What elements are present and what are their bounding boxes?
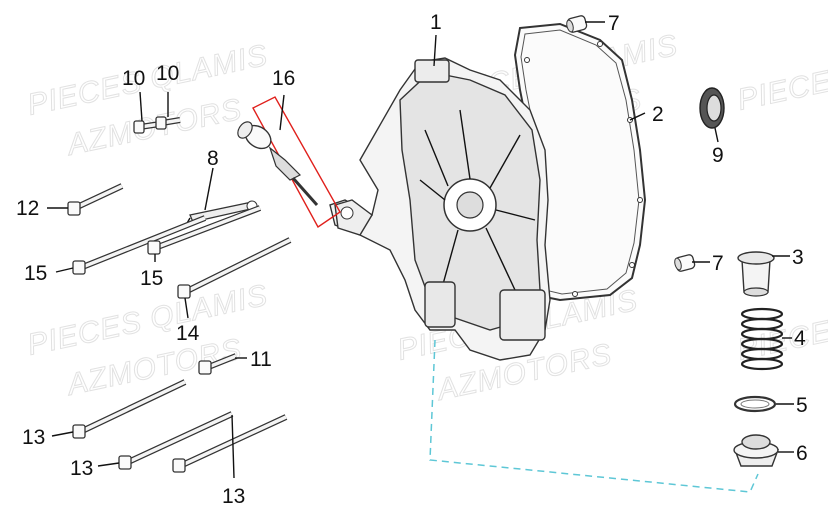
part-spring bbox=[740, 307, 784, 371]
part-bolt bbox=[67, 183, 124, 216]
part-filter-cap bbox=[737, 251, 775, 297]
callout-8: 8 bbox=[207, 147, 219, 170]
part-o-ring bbox=[733, 395, 777, 413]
part-short-bolt bbox=[155, 116, 181, 130]
callout-6: 6 bbox=[796, 442, 808, 465]
callout-16: 16 bbox=[272, 67, 295, 90]
callout-11: 11 bbox=[250, 348, 272, 371]
callout-13: 13 bbox=[222, 485, 245, 508]
callout-14: 14 bbox=[176, 322, 200, 345]
callout-10: 10 bbox=[122, 67, 145, 90]
callout-3: 3 bbox=[792, 246, 804, 269]
part-bolt bbox=[177, 237, 292, 299]
part-oil-seal bbox=[699, 87, 725, 129]
callout-4: 4 bbox=[794, 327, 806, 350]
watermark-text: PIECES QLAMIS bbox=[735, 34, 828, 117]
part-oil-dipstick bbox=[237, 96, 341, 229]
leader-lines bbox=[47, 21, 794, 479]
part-dowel-pin bbox=[566, 15, 588, 33]
callout-15: 15 bbox=[140, 267, 163, 290]
callout-7: 7 bbox=[712, 252, 724, 275]
part-dowel-pin bbox=[674, 254, 696, 272]
part-bolt bbox=[198, 353, 238, 375]
callout-13: 13 bbox=[70, 457, 93, 480]
callout-9: 9 bbox=[712, 144, 724, 167]
callout-12: 12 bbox=[16, 197, 39, 220]
callout-7: 7 bbox=[608, 12, 620, 35]
callout-10: 10 bbox=[156, 62, 179, 85]
highlight-box bbox=[252, 96, 341, 229]
callout-1: 1 bbox=[430, 11, 442, 34]
part-bolt bbox=[72, 379, 187, 439]
callout-15: 15 bbox=[24, 262, 47, 285]
part-crankcase-cover bbox=[329, 57, 551, 361]
callout-5: 5 bbox=[796, 394, 808, 417]
part-bolt bbox=[172, 414, 288, 473]
part-bolt bbox=[72, 215, 207, 275]
part-bolt bbox=[147, 205, 262, 255]
callout-13: 13 bbox=[22, 426, 45, 449]
callout-2: 2 bbox=[652, 103, 664, 126]
callout-labels: 1 2 3 4 5 6 7 7 8 9 10 10 11 12 13 13 13… bbox=[16, 11, 808, 508]
part-bolt bbox=[118, 411, 234, 470]
part-drain-plug bbox=[733, 434, 780, 467]
dashed-guide-line bbox=[429, 339, 759, 493]
